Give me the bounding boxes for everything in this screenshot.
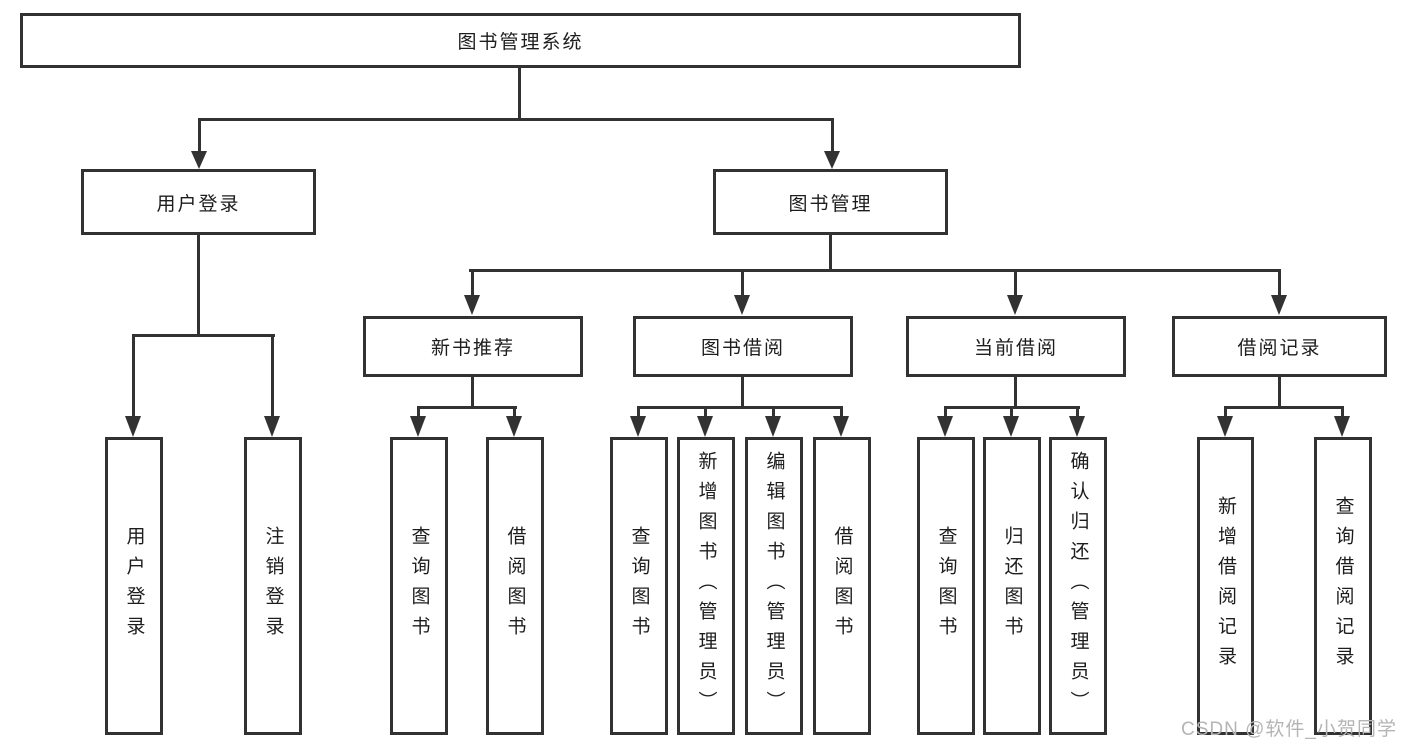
- connector-drop-leaf: [417, 406, 420, 418]
- leaf-edit-books-admin: 编辑图书（管理员）: [745, 437, 803, 735]
- arrow-down-icon: [506, 416, 522, 437]
- node-new-book-recommend-label: 新书推荐: [430, 338, 515, 359]
- arrow-down-icon: [1217, 416, 1233, 437]
- connector-user-login-bus: [132, 334, 275, 337]
- connector-borrow-records-stem: [1278, 375, 1281, 408]
- connector-book-borrow-stem: [741, 375, 744, 408]
- node-root-label: 图书管理系统: [457, 32, 584, 53]
- arrow-down-icon: [833, 416, 849, 437]
- connector-drop-leaf: [1224, 406, 1227, 418]
- connector-current-borrow-stem: [1014, 375, 1017, 408]
- connector-drop-leaf: [637, 406, 640, 418]
- connector-drop-leaf: [840, 406, 843, 418]
- leaf-query-books-recommend-label: 查询图书: [408, 526, 430, 646]
- arrow-down-icon: [630, 416, 646, 437]
- leaf-query-books-borrow: 查询图书: [610, 437, 668, 735]
- leaf-logout-label: 注销登录: [262, 526, 284, 646]
- node-current-borrow: 当前借阅: [906, 316, 1126, 377]
- leaf-return-books-label: 归还图书: [1001, 526, 1023, 646]
- connector-drop-book-borrow: [741, 269, 744, 299]
- connector-drop-book-management: [831, 118, 834, 156]
- node-current-borrow-label: 当前借阅: [973, 338, 1058, 359]
- node-book-borrow: 图书借阅: [633, 316, 853, 377]
- connector-drop-leaf: [1341, 406, 1344, 418]
- node-borrow-records: 借阅记录: [1172, 316, 1387, 377]
- node-new-book-recommend: 新书推荐: [363, 316, 583, 377]
- leaf-add-books-admin-label: 新增图书（管理员）: [695, 451, 717, 721]
- connector-drop-leaf: [772, 406, 775, 418]
- connector-user-login-stem: [197, 233, 200, 337]
- arrow-down-icon: [937, 416, 953, 437]
- arrow-down-icon: [410, 416, 426, 437]
- leaf-add-books-admin: 新增图书（管理员）: [677, 437, 735, 735]
- leaf-borrow-books-label: 借阅图书: [831, 526, 853, 646]
- leaf-user-login: 用户登录: [105, 437, 163, 735]
- connector-drop-current-borrow: [1014, 269, 1017, 299]
- connector-root-stem: [518, 66, 521, 120]
- node-user-login: 用户登录: [81, 169, 316, 235]
- connector-new-book-recommend-bus: [417, 406, 517, 409]
- node-root: 图书管理系统: [20, 13, 1021, 68]
- leaf-add-borrow-record-label: 新增借阅记录: [1215, 496, 1236, 676]
- arrow-down-icon: [1271, 295, 1287, 315]
- arrow-down-icon: [1007, 295, 1023, 315]
- leaf-borrow-books: 借阅图书: [813, 437, 871, 735]
- leaf-query-borrow-record: 查询借阅记录: [1314, 437, 1372, 735]
- node-user-login-label: 用户登录: [156, 193, 241, 215]
- connector-drop-borrow-records: [1278, 269, 1281, 299]
- node-borrow-records-label: 借阅记录: [1237, 338, 1322, 359]
- leaf-edit-books-admin-label: 编辑图书（管理员）: [763, 451, 785, 721]
- connector-borrow-records-bus: [1224, 406, 1344, 409]
- connector-drop-leaf: [513, 406, 516, 418]
- arrow-down-icon: [1003, 416, 1019, 437]
- connector-new-book-recommend-stem: [471, 375, 474, 408]
- node-book-management: 图书管理: [713, 169, 948, 235]
- arrow-down-icon: [125, 416, 141, 437]
- connector-drop-leaf: [1010, 406, 1013, 418]
- leaf-query-books-current-label: 查询图书: [935, 526, 957, 646]
- connector-drop-leaf: [944, 406, 947, 418]
- arrow-down-icon: [191, 151, 207, 169]
- leaf-borrow-books-recommend: 借阅图书: [486, 437, 544, 735]
- arrow-down-icon: [264, 416, 280, 437]
- leaf-confirm-return-admin: 确认归还（管理员）: [1049, 437, 1107, 735]
- connector-drop-user-login: [198, 118, 201, 156]
- leaf-query-books-borrow-label: 查询图书: [628, 526, 650, 646]
- leaf-confirm-return-admin-label: 确认归还（管理员）: [1067, 451, 1089, 721]
- connector-drop-leaf: [1076, 406, 1079, 418]
- connector-book-management-stem: [829, 233, 832, 272]
- leaf-query-books-current: 查询图书: [917, 437, 975, 735]
- connector-book-borrow-bus: [637, 406, 843, 409]
- connector-drop-leaf: [704, 406, 707, 418]
- arrow-down-icon: [1334, 416, 1350, 437]
- leaf-borrow-books-recommend-label: 借阅图书: [504, 526, 526, 646]
- leaf-add-borrow-record: 新增借阅记录: [1197, 437, 1254, 735]
- arrow-down-icon: [765, 416, 781, 437]
- connector-book-management-bus: [469, 269, 1281, 272]
- arrow-down-icon: [464, 295, 480, 315]
- leaf-user-login-label: 用户登录: [123, 526, 145, 646]
- arrow-down-icon: [734, 295, 750, 315]
- connector-root-bus: [198, 118, 834, 121]
- leaf-logout: 注销登录: [244, 437, 302, 735]
- arrow-down-icon: [697, 416, 713, 437]
- node-book-borrow-label: 图书借阅: [700, 338, 785, 359]
- arrow-down-icon: [824, 151, 840, 169]
- leaf-query-books-recommend: 查询图书: [390, 437, 448, 735]
- connector-drop-new-book-recommend: [471, 269, 474, 299]
- leaf-return-books: 归还图书: [983, 437, 1041, 735]
- watermark: CSDN @软件_小贺同学: [1181, 719, 1397, 740]
- node-book-management-label: 图书管理: [788, 193, 873, 215]
- arrow-down-icon: [1069, 416, 1085, 437]
- leaf-query-borrow-record-label: 查询借阅记录: [1332, 496, 1354, 676]
- connector-drop-leaf-user-login: [132, 334, 135, 418]
- connector-drop-leaf-logout: [271, 334, 274, 418]
